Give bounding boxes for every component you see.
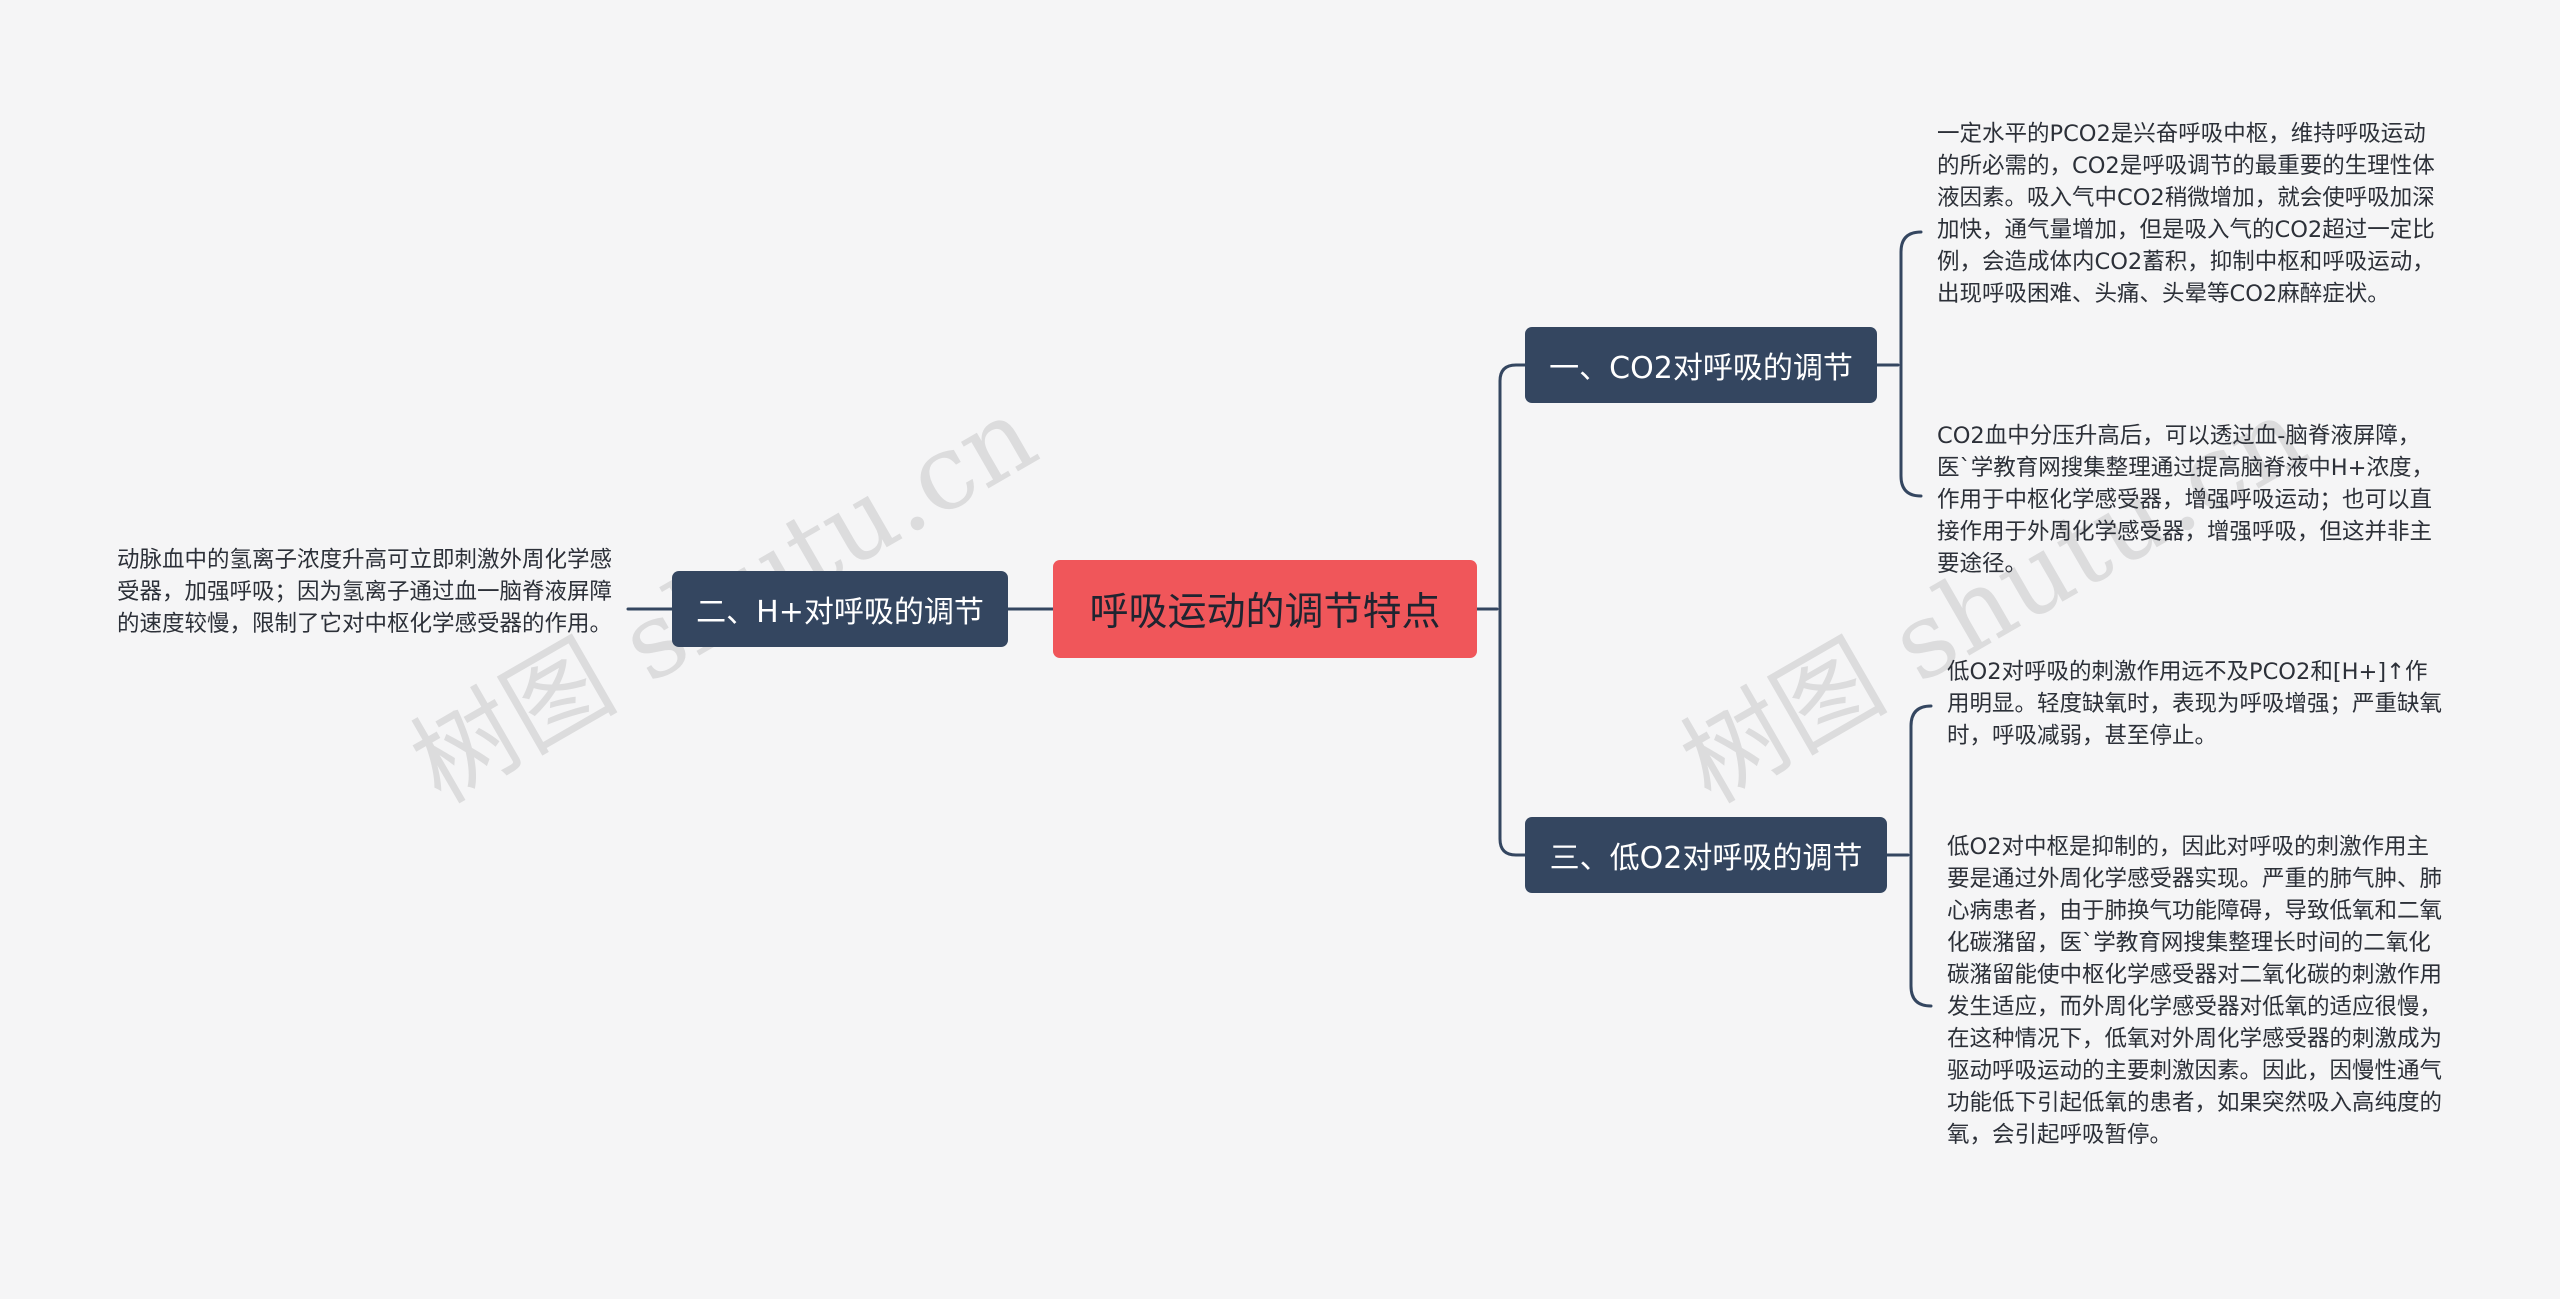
leaf-o2-detail[interactable]: 低O2对中枢是抑制的，因此对呼吸的刺激作用主要是通过外周化学感受器实现。严重的肺… — [1947, 834, 2443, 1148]
topic-o2[interactable]: 三、低O2对呼吸的调节 — [1525, 817, 1887, 893]
connector-o2-bracket — [1909, 704, 1933, 1008]
leaf-h-detail[interactable]: 动脉血中的氢离子浓度升高可立即刺激外周化学感受器，加强呼吸；因为氢离子通过血一脑… — [117, 547, 613, 637]
connector-root-o2 — [1498, 607, 1527, 857]
leaf-o2-detail[interactable]: 低O2对呼吸的刺激作用远不及PCO2和[H+]↑作用明显。轻度缺氧时，表现为呼吸… — [1947, 659, 2443, 749]
leaf-co2-detail[interactable]: 一定水平的PCO2是兴奋呼吸中枢，维持呼吸运动的所必需的，CO2是呼吸调节的最重… — [1937, 121, 2435, 307]
leaf-co2-detail[interactable]: CO2血中分压升高后，可以透过血-脑脊液屏障，医`学教育网搜集整理通过提高脑脊液… — [1937, 423, 2435, 577]
connector-root-co2 — [1498, 363, 1527, 611]
connector-co2-bracket — [1899, 230, 1923, 498]
topic-h[interactable]: 二、H+对呼吸的调节 — [672, 571, 1008, 647]
topic-co2[interactable]: 一、CO2对呼吸的调节 — [1525, 327, 1877, 403]
root-node[interactable]: 呼吸运动的调节特点 — [1053, 560, 1477, 658]
